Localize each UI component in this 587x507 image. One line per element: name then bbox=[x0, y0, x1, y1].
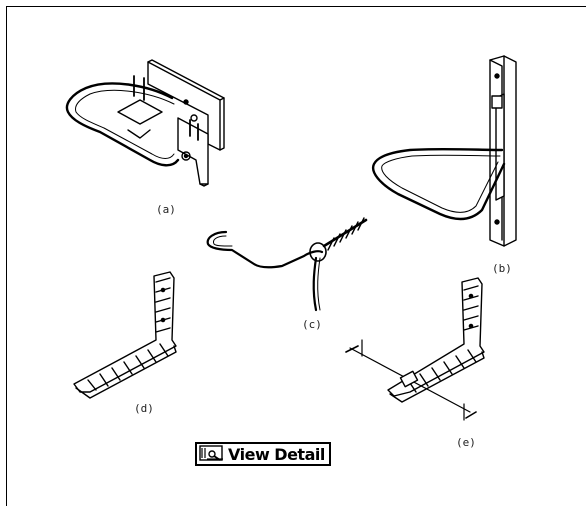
label-e: (e) bbox=[456, 436, 476, 449]
view-detail-label: View Detail bbox=[228, 444, 325, 464]
tie-c bbox=[206, 217, 368, 312]
label-b: (b) bbox=[492, 262, 512, 275]
label-c: (c) bbox=[302, 318, 322, 331]
tie-b bbox=[371, 55, 517, 247]
view-detail-button[interactable]: View Detail bbox=[195, 442, 331, 466]
label-a: (a) bbox=[156, 203, 176, 216]
label-d: (d) bbox=[134, 402, 154, 415]
tie-a bbox=[65, 59, 225, 187]
tie-d bbox=[73, 271, 177, 399]
magnifier-document-icon bbox=[199, 445, 223, 461]
figure-frame bbox=[6, 6, 586, 506]
tie-e bbox=[345, 277, 485, 421]
